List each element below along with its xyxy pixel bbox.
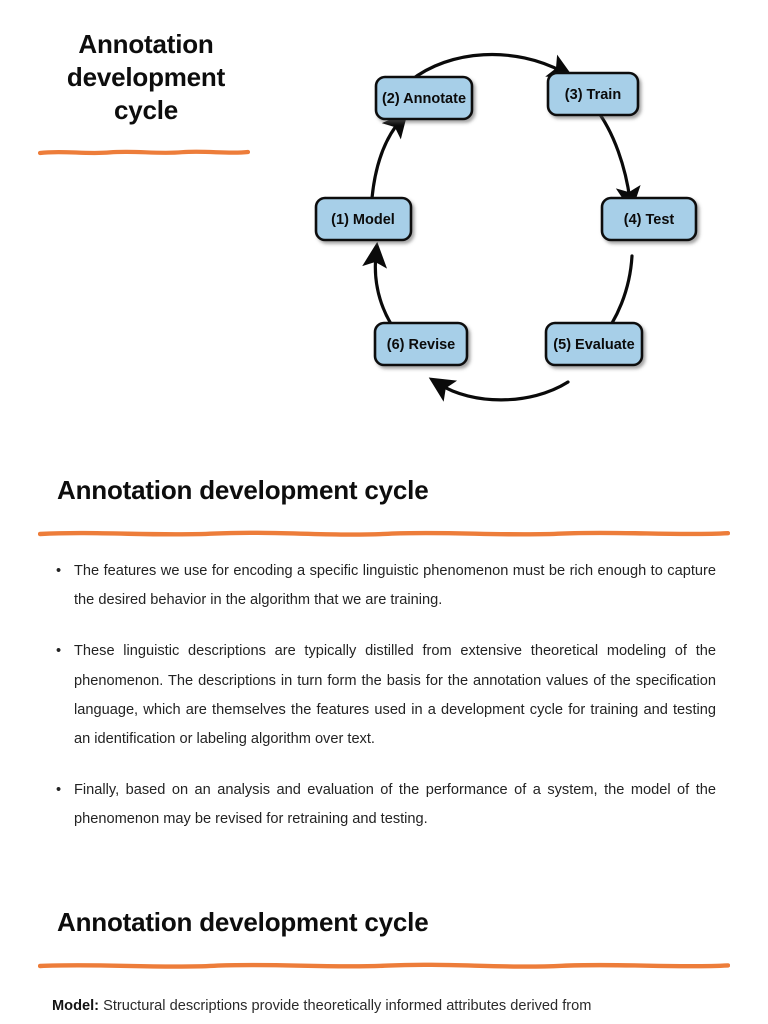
bullet-marker-icon: • — [56, 782, 62, 799]
node-box-annotate — [374, 75, 474, 121]
bullet-text: These linguistic descriptions are typica… — [74, 643, 716, 747]
node-box-revise — [373, 321, 469, 367]
page-title-line-3: cycle — [113, 94, 179, 125]
node-box-train — [546, 71, 640, 117]
page-title: Annotation development cycle — [40, 28, 252, 126]
edge-model-to-annotate — [370, 111, 408, 200]
node-label-test: (4) Test — [624, 212, 675, 228]
edge-evaluate-to-revise — [428, 377, 570, 402]
section-underline-accent-2 — [38, 530, 730, 537]
page-title-line-2: development — [66, 61, 226, 92]
list-item: • The features we use for encoding a spe… — [54, 557, 716, 615]
model-paragraph-text: Structural descriptions provide theoreti… — [99, 998, 592, 1014]
node-label-evaluate: (5) Evaluate — [553, 337, 634, 353]
node-label-revise: (6) Revise — [387, 337, 456, 353]
bullet-marker-icon: • — [56, 643, 62, 660]
slide-1-title-and-diagram: Annotation development cycle — [0, 0, 768, 455]
list-item: • Finally, based on an analysis and eval… — [54, 776, 716, 834]
node-box-model — [314, 196, 413, 242]
title-underline-accent — [38, 149, 250, 156]
edge-annotate-to-train — [408, 52, 574, 83]
section-underline-accent-3 — [38, 962, 730, 969]
bullet-text: The features we use for encoding a speci… — [74, 563, 716, 609]
node-label-train: (3) Train — [565, 87, 621, 103]
model-label: Model: — [52, 998, 100, 1014]
node-label-model: (1) Model — [331, 212, 395, 228]
bullet-list: • The features we use for encoding a spe… — [54, 557, 716, 835]
section-heading-model: Annotation development cycle — [57, 907, 429, 937]
slide-2-bullets: Annotation development cycle • The featu… — [0, 455, 768, 875]
model-paragraph: Model: Structural descriptions provide t… — [52, 993, 728, 1021]
bullet-text: Finally, based on an analysis and evalua… — [74, 782, 716, 828]
node-box-test — [600, 196, 698, 242]
slide-3-model: Annotation development cycle Model: Stru… — [0, 875, 768, 1024]
section-heading-bullets: Annotation development cycle — [57, 475, 429, 505]
list-item: • These linguistic descriptions are typi… — [54, 637, 716, 754]
node-label-annotate: (2) Annotate — [382, 91, 466, 107]
node-box-evaluate — [544, 321, 644, 367]
cycle-diagram: (2) Annotate (3) Train (4) Test (5) Eval… — [300, 28, 730, 418]
bullet-marker-icon: • — [56, 563, 62, 579]
edge-train-to-test — [591, 103, 641, 213]
page-title-line-1: Annotation — [78, 29, 214, 59]
